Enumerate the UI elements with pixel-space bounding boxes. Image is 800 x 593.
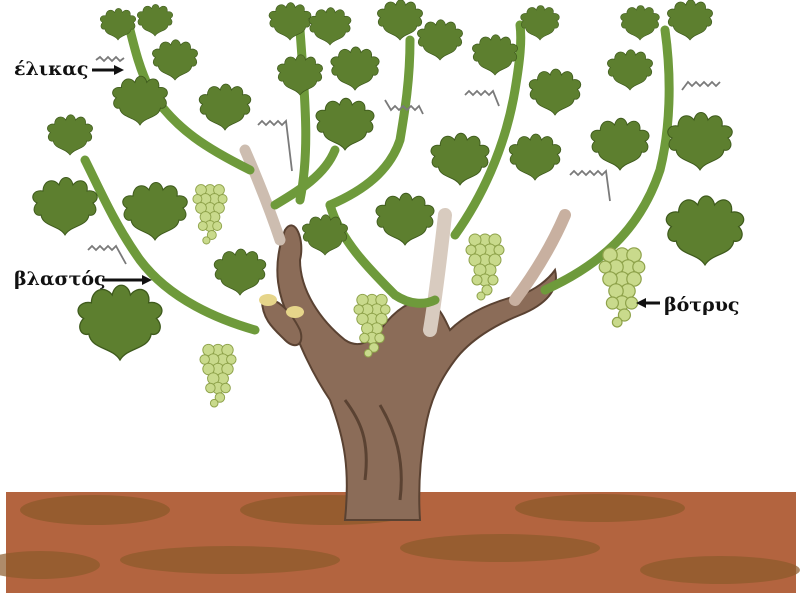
bunch-arrow	[636, 298, 660, 308]
tendril-label: έλικας	[14, 58, 89, 80]
shoot-label: βλαστός	[14, 268, 106, 290]
bunch-label: βότρυς	[664, 294, 739, 316]
tendril-arrow	[92, 65, 124, 75]
shoot-arrow	[102, 275, 152, 285]
